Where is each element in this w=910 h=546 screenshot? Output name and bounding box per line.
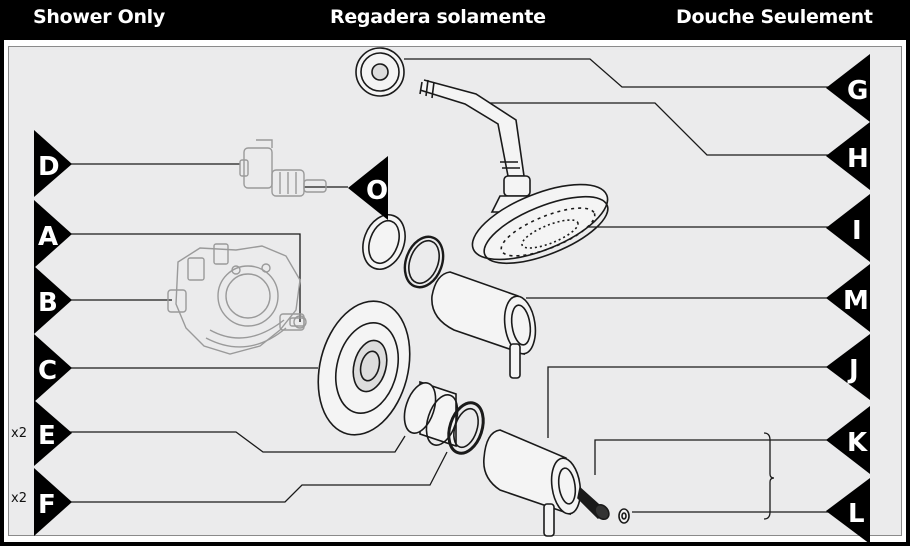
label-l-letter: L (848, 499, 865, 529)
header-spanish: Regadera solamente (330, 6, 546, 28)
label-i: I (826, 194, 870, 262)
label-o: O (348, 156, 388, 220)
shower-head-i-drawing (471, 175, 609, 265)
leader-line-g (404, 58, 830, 88)
label-i-letter: I (852, 216, 862, 246)
label-l: L (826, 478, 870, 544)
label-c: C (34, 334, 72, 402)
label-a: A (34, 200, 72, 268)
leader-line-a (66, 233, 301, 322)
sleeve-e-drawing (403, 380, 459, 448)
escutcheon-plate-c-drawing (317, 300, 411, 436)
header-english: Shower Only (33, 6, 165, 28)
quantity-f: x2 (11, 491, 27, 506)
shower-arm-h-drawing (419, 79, 525, 177)
handle-m-drawing (431, 271, 537, 379)
header-french: Douche Seulement (676, 6, 873, 28)
shower-arm-flange-g-drawing (355, 47, 405, 97)
label-a-letter: A (38, 222, 58, 252)
label-k-letter: K (847, 428, 868, 458)
label-k: K (826, 406, 870, 474)
leader-line-f (66, 451, 448, 503)
label-f: F (34, 468, 72, 536)
label-h: H (826, 122, 870, 190)
label-d-letter: D (38, 152, 60, 182)
valve-cartridge-d-drawing (239, 139, 327, 197)
label-b: B (34, 266, 72, 334)
label-j-letter: J (847, 355, 859, 385)
label-m: M (826, 264, 870, 332)
label-j: J (826, 334, 870, 400)
leader-line-k (594, 439, 830, 475)
valve-body-ab-drawing (167, 243, 307, 355)
label-m-letter: M (843, 286, 869, 316)
kl-bracket (763, 432, 775, 520)
handle-j-drawing (483, 429, 582, 537)
label-g-letter: G (847, 76, 868, 106)
label-g: G (826, 54, 870, 122)
label-e-letter: E (38, 421, 56, 451)
adapter-rings-o-drawing (362, 214, 445, 289)
screw-k-drawing (577, 486, 610, 521)
leader-line-e (66, 431, 406, 453)
leader-line-h (470, 102, 830, 156)
label-h-letter: H (847, 144, 869, 174)
label-c-letter: C (38, 356, 57, 386)
washer-l-drawing (618, 508, 630, 524)
label-o-letter: O (366, 176, 388, 206)
label-e: E (34, 400, 72, 466)
label-d: D (34, 130, 72, 197)
o-ring-f-drawing (447, 401, 485, 455)
label-f-letter: F (38, 490, 56, 520)
quantity-e: x2 (11, 426, 27, 441)
label-b-letter: B (38, 288, 58, 318)
leader-line-j (547, 366, 830, 438)
header-bar: Shower Only Regadera solamente Douche Se… (0, 0, 910, 40)
